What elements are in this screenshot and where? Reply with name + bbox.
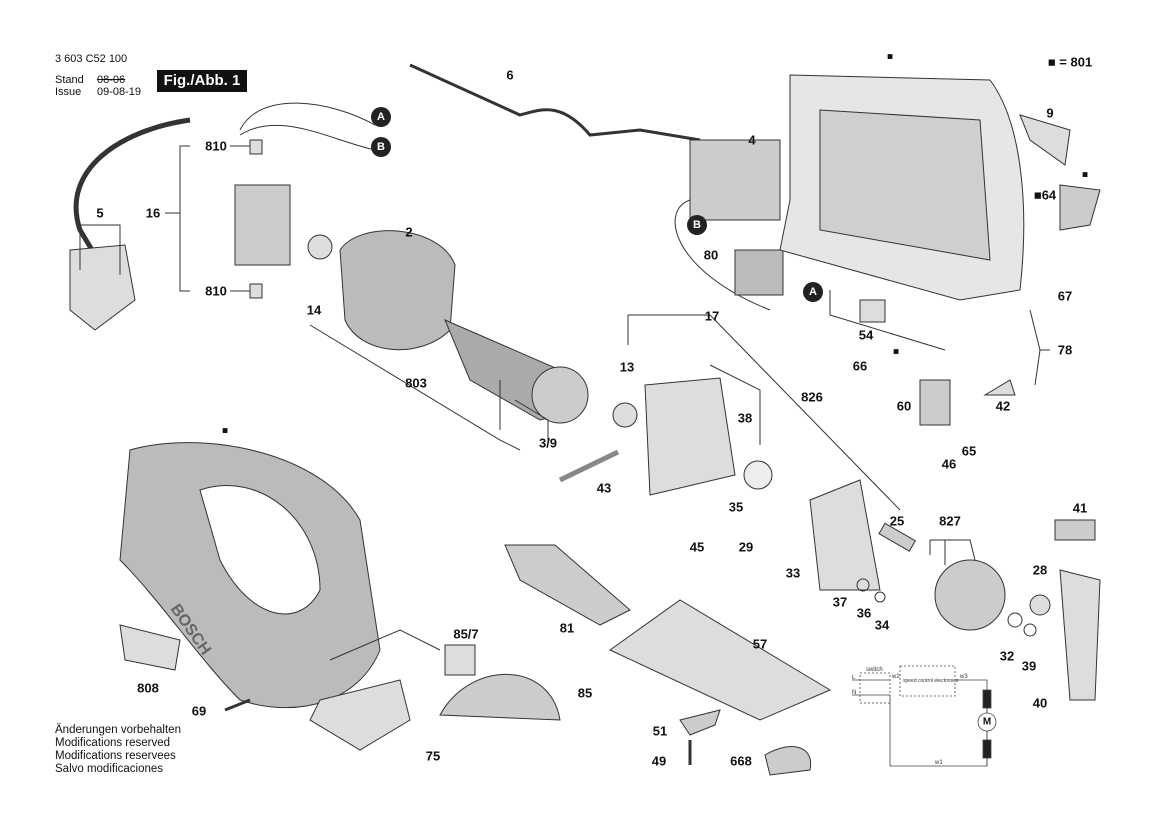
part-label: 17 xyxy=(704,308,720,324)
part-label: 34 xyxy=(874,617,890,633)
power-cord xyxy=(73,117,191,257)
wiring-diagram xyxy=(852,665,997,767)
part-label: 49 xyxy=(651,753,667,769)
part-label: 75 xyxy=(425,748,441,764)
electronics-80 xyxy=(734,249,784,296)
connector-a: A xyxy=(371,107,391,127)
part-label: 9 xyxy=(1046,105,1054,121)
part-label: 28 xyxy=(1032,562,1048,578)
part-label: 25 xyxy=(889,513,905,529)
part-label: 3/9 xyxy=(538,435,558,451)
part-label: 668 xyxy=(730,753,752,769)
circuit-electronics: speed control electronics xyxy=(903,678,959,684)
part-label: 827 xyxy=(939,513,961,529)
note-line: Änderungen vorbehalten xyxy=(55,724,181,736)
circuit-w2: w2 xyxy=(892,674,900,680)
part-label: 57 xyxy=(752,636,768,652)
part-label: 40 xyxy=(1032,695,1048,711)
part-label: 37 xyxy=(832,594,848,610)
figure-label: Fig./Abb. 1 xyxy=(157,70,247,92)
part-label: 810 xyxy=(205,283,227,299)
stand-label: Stand xyxy=(55,74,84,86)
part-label: 45 xyxy=(689,539,705,555)
part-label: 826 xyxy=(801,389,823,405)
circuit-l: L xyxy=(852,675,856,681)
part-label: 14 xyxy=(306,302,322,318)
part-label: 36 xyxy=(856,605,872,621)
motor-symbol: M xyxy=(982,716,992,728)
part-label: 4 xyxy=(748,132,756,148)
plug xyxy=(69,244,136,331)
switch-4 xyxy=(689,139,781,221)
part-label: 35 xyxy=(728,499,744,515)
part-label: 808 xyxy=(137,680,159,696)
note-line: Modifications reserved xyxy=(55,737,171,749)
bearing-13 xyxy=(612,402,638,428)
issue-label: Issue xyxy=(55,86,82,98)
connector-a: A xyxy=(803,282,823,302)
part-label: 38 xyxy=(737,410,753,426)
marker: ■ xyxy=(892,346,900,358)
part-label: 66 xyxy=(852,358,868,374)
part-label: 60 xyxy=(896,398,912,414)
circuit-w1: w1 xyxy=(935,760,943,766)
part-number: 3 603 C52 100 xyxy=(55,53,128,65)
part-label: 2 xyxy=(405,224,413,240)
gear-housing xyxy=(644,377,736,496)
connector-b: B xyxy=(371,137,391,157)
cover-85 xyxy=(439,673,561,721)
part-label: 51 xyxy=(652,723,668,739)
plunger-40 xyxy=(1059,569,1101,701)
part-label: ■64 xyxy=(1033,187,1057,203)
gear-827 xyxy=(934,559,1006,631)
circuit-w3: w3 xyxy=(960,674,968,680)
marker: ■ xyxy=(221,425,229,437)
circuit-n: N xyxy=(852,690,857,696)
part-label: 78 xyxy=(1057,342,1073,358)
power-cable-6 xyxy=(409,63,701,142)
cover-75 xyxy=(309,679,411,751)
blower-81 xyxy=(504,544,631,626)
old-date: 08-06 xyxy=(97,74,126,86)
part-label: 5 xyxy=(96,205,104,221)
note-line: Modifications reservees xyxy=(55,750,176,762)
part-label: 46 xyxy=(941,456,957,472)
part-label: 43 xyxy=(596,480,612,496)
brush-holder xyxy=(234,184,291,266)
circuit-switch: switch xyxy=(866,667,883,673)
note-line: Salvo modificaciones xyxy=(55,763,164,775)
part-label: 6 xyxy=(506,67,514,83)
part-label: 810 xyxy=(205,138,227,154)
modification-notes: Änderungen vorbehalten Modifications res… xyxy=(55,724,181,776)
plate-33 xyxy=(809,479,881,591)
part-label: 32 xyxy=(999,648,1015,664)
part-label: 67 xyxy=(1057,288,1073,304)
part-label: 85 xyxy=(577,685,593,701)
part-label: 85/7 xyxy=(453,626,479,642)
base-plate-57 xyxy=(609,599,832,721)
part-label: 80 xyxy=(703,247,719,263)
part-label: 803 xyxy=(405,375,427,391)
part-label: 54 xyxy=(858,327,874,343)
part-label: 81 xyxy=(559,620,575,636)
part-label: 29 xyxy=(738,539,754,555)
bearing-14 xyxy=(307,234,333,260)
connector-b: B xyxy=(687,215,707,235)
part-label: 33 xyxy=(785,565,801,581)
part-label: 41 xyxy=(1072,500,1088,516)
part-label: 42 xyxy=(995,398,1011,414)
legend-801: ■ = 801 xyxy=(1047,54,1093,70)
stator xyxy=(339,230,456,351)
part-label: 39 xyxy=(1021,658,1037,674)
washer-29 xyxy=(743,460,773,490)
part-label: 16 xyxy=(145,205,161,221)
part-label: 69 xyxy=(191,703,207,719)
part-label: 65 xyxy=(961,443,977,459)
issue-date: 09-08-19 xyxy=(97,86,142,98)
marker: ■ xyxy=(886,51,894,63)
part-label: 13 xyxy=(619,359,635,375)
marker: ■ xyxy=(1081,169,1089,181)
